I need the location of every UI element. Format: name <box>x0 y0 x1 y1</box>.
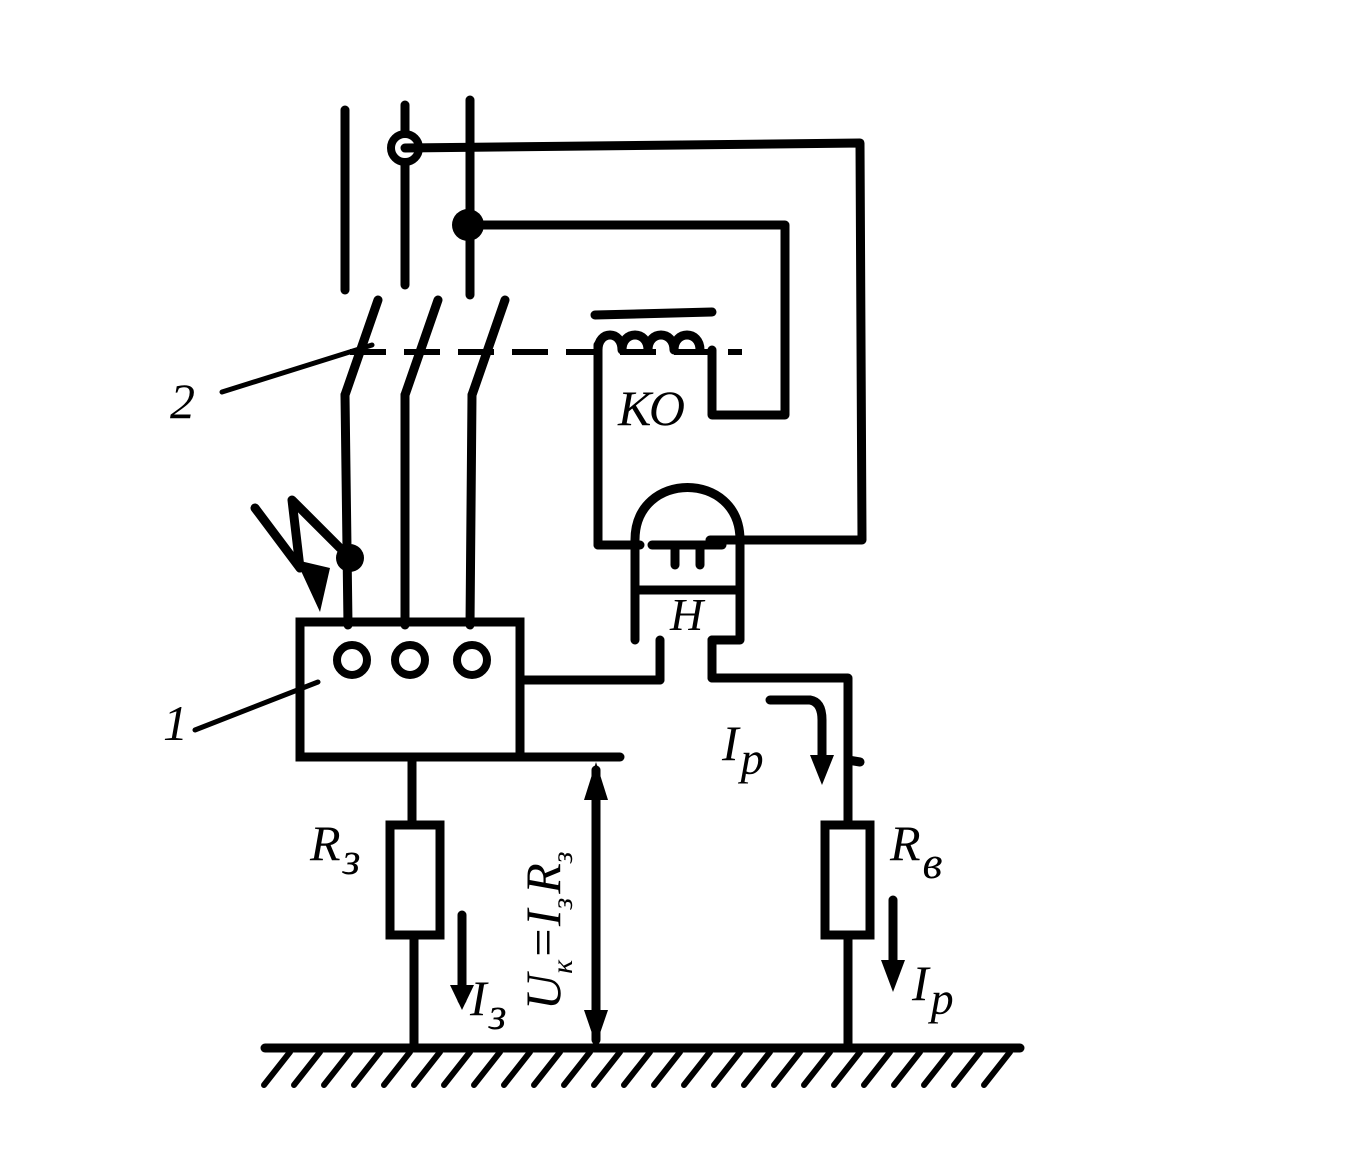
relay-winding <box>593 330 705 355</box>
earth-hatch-mark <box>351 1049 383 1088</box>
relay-core <box>590 307 717 320</box>
relay-label: КО <box>617 380 685 436</box>
relay-coil: КО <box>590 307 717 550</box>
earth-hatch-mark <box>951 1049 983 1088</box>
resistor-rv-subscript: в <box>923 837 943 888</box>
earth-hatch-mark <box>681 1049 713 1088</box>
earth-hatch-mark <box>831 1049 863 1088</box>
sensor-device: Н <box>630 483 745 685</box>
ground-current-arrow-head <box>450 985 474 1010</box>
fault-arrow-head <box>296 560 330 612</box>
breaker-lead-a <box>340 390 353 630</box>
relay-current-top-symbol: I <box>721 715 741 771</box>
resistor-rz-subscript: з <box>342 833 361 884</box>
wire-phase-c-to-relay <box>463 220 790 420</box>
wire-sensor-to-aux-ground <box>707 673 853 830</box>
touch-voltage-symbol: U <box>515 971 571 1010</box>
touch-voltage-arrow-bottom <box>584 1010 608 1045</box>
sensor-label: Н <box>669 589 706 640</box>
relay-current-arrow-bottom-head <box>881 960 905 992</box>
earth-hatch-mark <box>771 1049 803 1088</box>
earth-hatch-mark <box>591 1049 623 1088</box>
earth-hatch-mark <box>471 1049 503 1088</box>
equipment-terminal-a <box>333 641 371 679</box>
protective-ground-resistor <box>385 752 445 1053</box>
earth-hatch-mark <box>921 1049 953 1088</box>
ground-current-symbol: I <box>469 970 489 1026</box>
resistor-rz-label: Rз <box>309 815 361 884</box>
touch-voltage-label: Uк=IзRз <box>515 851 579 1010</box>
equipment-leader-line <box>192 679 321 733</box>
supply-lines <box>340 95 475 300</box>
earth-hatch-mark <box>981 1049 1013 1088</box>
earth-hatch-mark <box>531 1049 563 1088</box>
earth-hatch-mark <box>561 1049 593 1088</box>
resistor-rv-symbol: R <box>889 815 921 871</box>
fault-lightning-icon <box>250 495 355 573</box>
relay-current-top-label: Iр <box>721 715 764 784</box>
breaker-number-label: 2 <box>170 373 195 429</box>
touch-voltage-subscript: к <box>546 959 579 974</box>
touch-voltage-current-subscript: з <box>546 898 579 911</box>
earth-hatch-mark <box>741 1049 773 1088</box>
circuit-breaker <box>340 295 742 630</box>
equipment-terminal-c <box>453 641 491 679</box>
earth-hatch-mark <box>711 1049 743 1088</box>
touch-voltage-resistance-subscript: з <box>546 851 579 864</box>
relay-current-arrow-top-head <box>810 755 834 785</box>
touch-voltage-arrow-top <box>584 762 608 800</box>
earth-hatch-mark <box>291 1049 323 1088</box>
equipment-number-label: 1 <box>163 695 188 751</box>
breaker-contact-b <box>400 295 443 400</box>
earth-hatch-mark <box>411 1049 443 1088</box>
earth-hatch-mark <box>651 1049 683 1088</box>
breaker-leader-line <box>219 342 375 395</box>
touch-voltage-equals: =I <box>515 907 571 960</box>
earth-hatch-mark <box>621 1049 653 1088</box>
breaker-contact-c <box>467 295 510 400</box>
relay-current-arrow-top-shaft <box>765 695 827 775</box>
sensor-body <box>630 483 745 645</box>
equipment-terminal-b <box>391 641 429 679</box>
earth-hatch-mark <box>321 1049 353 1088</box>
touch-voltage-resistance: R <box>515 863 571 895</box>
earth-ground <box>260 1043 1025 1088</box>
relay-current-bottom-symbol: I <box>911 955 931 1011</box>
resistor-rz-symbol: R <box>309 815 341 871</box>
relay-current-bottom-subscript: р <box>928 973 954 1024</box>
relay-current-bottom-label: Iр <box>911 955 954 1024</box>
ground-current-label: Iз <box>469 970 507 1039</box>
earth-hatch-mark <box>381 1049 413 1088</box>
ground-current-subscript: з <box>488 988 507 1039</box>
resistor-rv-body <box>820 820 875 940</box>
earth-hatch-mark <box>441 1049 473 1088</box>
resistor-rz-body <box>385 820 445 940</box>
earth-hatch-mark <box>801 1049 833 1088</box>
earth-hatch-mark <box>891 1049 923 1088</box>
wire-phase-b-to-sensor <box>400 138 867 545</box>
earth-hatch-mark <box>861 1049 893 1088</box>
wire-tick <box>843 755 865 767</box>
auxiliary-ground-resistor <box>820 820 875 1053</box>
earth-hatch-mark <box>501 1049 533 1088</box>
earth-hatch-mark <box>261 1049 293 1088</box>
earth-hatching <box>261 1049 1013 1088</box>
electrical-equipment <box>295 617 625 762</box>
relay-current-top-subscript: р <box>738 733 764 784</box>
resistor-rv-label: Rв <box>889 815 943 888</box>
breaker-lead-c <box>465 390 477 630</box>
